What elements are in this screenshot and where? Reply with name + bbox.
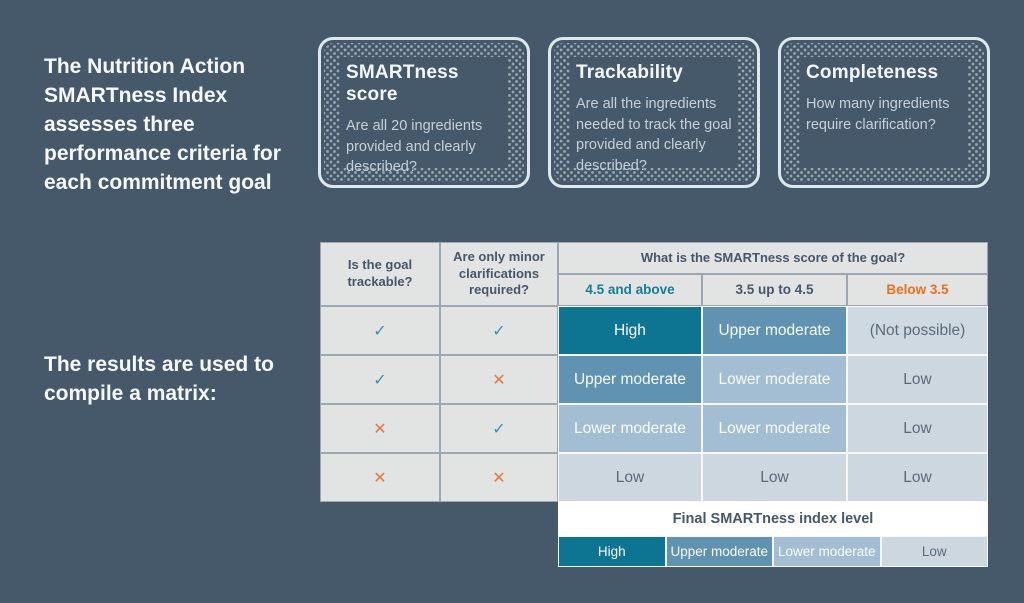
trackable-cross-icon: ✕ [320, 404, 440, 453]
matrix-cell: Low [847, 453, 988, 502]
final-index-banner: Final SMARTness index level [558, 502, 988, 536]
index-level-legend: High Upper moderate Lower moderate Low [558, 536, 988, 567]
matrix-cell: Upper moderate [702, 306, 847, 355]
matrix-cell: High [558, 306, 702, 355]
criteria-card-smartness-score: SMARTness score Are all 20 ingredients p… [318, 37, 530, 188]
criteria-card-trackability: Trackability Are all the ingredients nee… [548, 37, 760, 188]
card-title: SMARTness score [346, 62, 459, 105]
matrix-cell: (Not possible) [847, 306, 988, 355]
clarifications-check-icon: ✓ [440, 404, 558, 453]
criteria-card-completeness: Completeness How many ingredients requir… [778, 37, 990, 188]
clarifications-cross-icon: ✕ [440, 355, 558, 404]
legend-item-upper-moderate: Upper moderate [665, 536, 773, 567]
subheader-score-below-35: Below 3.5 [847, 274, 988, 306]
legend-item-lower-moderate: Lower moderate [773, 536, 881, 567]
clarifications-check-icon: ✓ [440, 306, 558, 355]
matrix-cell: Upper moderate [558, 355, 702, 404]
subheader-score-35-45: 3.5 up to 4.5 [702, 274, 847, 306]
legend-item-high: High [558, 536, 666, 567]
matrix-cell: Low [702, 453, 847, 502]
matrix-intro-text: The results are used to compile a matrix… [44, 353, 274, 405]
trackable-check-icon: ✓ [320, 355, 440, 404]
column-header-score-question: What is the SMARTness score of the goal? [558, 242, 988, 274]
matrix-cell: Low [847, 355, 988, 404]
subheader-score-45-above: 4.5 and above [558, 274, 702, 306]
intro-text: The Nutrition Action SMARTness Index ass… [44, 55, 281, 194]
card-title: Trackability [576, 62, 683, 83]
matrix-cell: Lower moderate [702, 404, 847, 453]
matrix-cell: Low [847, 404, 988, 453]
column-header-trackable: Is the goal trackable? [320, 242, 440, 306]
matrix-cell: Low [558, 453, 702, 502]
trackable-cross-icon: ✕ [320, 453, 440, 502]
trackable-check-icon: ✓ [320, 306, 440, 355]
smartness-matrix-table: Is the goal trackable? Are only minor cl… [320, 242, 988, 567]
card-description: Are all the ingredients needed to track … [576, 96, 732, 174]
clarifications-cross-icon: ✕ [440, 453, 558, 502]
column-header-clarifications: Are only minor clarifications required? [440, 242, 558, 306]
matrix-cell: Lower moderate [702, 355, 847, 404]
card-title: Completeness [806, 62, 939, 83]
card-description: Are all 20 ingredients provided and clea… [346, 118, 483, 176]
matrix-cell: Lower moderate [558, 404, 702, 453]
card-description: How many ingredients require clarificati… [806, 96, 950, 133]
legend-item-low: Low [880, 536, 988, 567]
